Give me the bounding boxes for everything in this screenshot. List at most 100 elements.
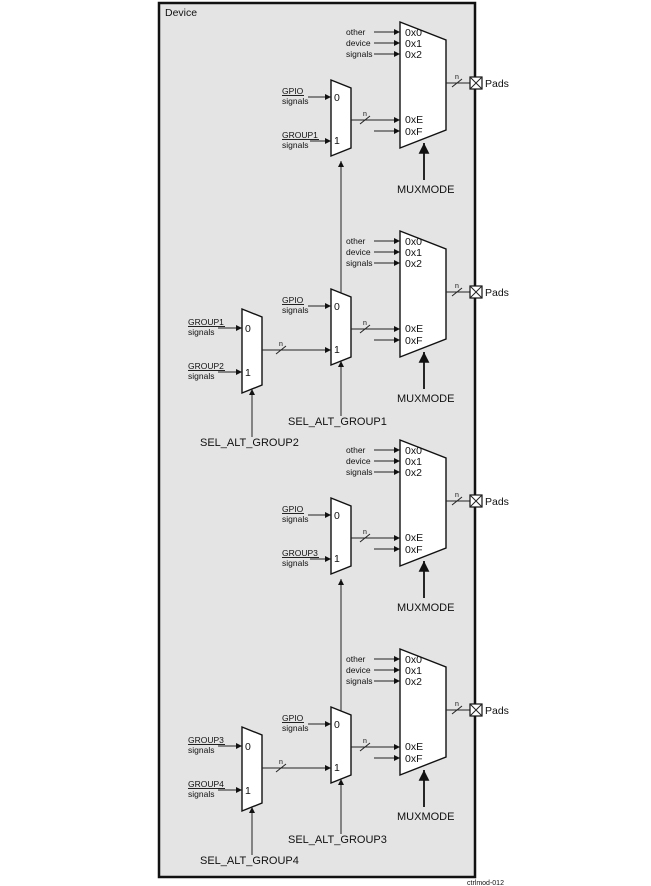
other-device-signals-label: device (346, 247, 371, 257)
alt-group-mux (330, 287, 352, 367)
mux-input-zero: 0 (334, 301, 340, 313)
mux-input-label: 0xF (405, 753, 423, 765)
other-device-signals-label: signals (346, 49, 372, 59)
bus-width-label: n (363, 320, 367, 327)
group-label: GROUP3 (282, 548, 318, 558)
mux-input-label: 0x1 (405, 247, 422, 259)
other-device-signals-label: signals (346, 467, 372, 477)
bus-slash (451, 78, 463, 88)
muxmode-label: MUXMODE (397, 393, 454, 405)
bus-width-label: n (455, 283, 459, 290)
gpio-label: GPIO (282, 504, 304, 514)
other-device-signals-label: other (346, 654, 366, 664)
other-device-signals-label: signals (346, 676, 372, 686)
other-device-signals-label: signals (346, 258, 372, 268)
mux-input-zero: 0 (334, 510, 340, 522)
muxmode-label: MUXMODE (397, 811, 454, 823)
group-signals-label: signals (188, 327, 214, 337)
figure-id: ctrlmod-012 (467, 880, 504, 886)
mux-input-one: 1 (334, 553, 340, 565)
mux-input-label: 0x2 (405, 676, 422, 688)
other-device-signals-label: other (346, 27, 366, 37)
alt-group-mux (330, 496, 352, 576)
group-signals-label: signals (188, 371, 214, 381)
bus-width-label: n (363, 529, 367, 536)
pads-label: Pads (485, 496, 509, 508)
bus-slash (359, 324, 371, 334)
other-device-signals-label: device (346, 665, 371, 675)
muxmode-mux (399, 229, 447, 359)
gpio-label: GPIO (282, 86, 304, 96)
bus-slash (451, 496, 463, 506)
sel-alt-group-label: SEL_ALT_GROUP4 (200, 855, 299, 867)
bus-slash (359, 533, 371, 543)
gpio-signals-label: signals (282, 514, 308, 524)
mux-input-zero: 0 (245, 323, 251, 335)
mux-input-label: 0x2 (405, 258, 422, 270)
mux-input-one: 1 (245, 785, 251, 797)
muxmode-mux (399, 438, 447, 568)
mux-input-zero: 0 (334, 92, 340, 104)
muxmode-mux (399, 647, 447, 777)
bus-slash (359, 742, 371, 752)
mux-input-label: 0x0 (405, 445, 422, 457)
mux-input-label: 0x0 (405, 236, 422, 248)
mux-input-one: 1 (334, 135, 340, 147)
bus-width-label: n (279, 759, 283, 766)
bus-width-label: n (455, 701, 459, 708)
group-label: GROUP3 (188, 735, 224, 745)
bus-slash (451, 705, 463, 715)
group-label: GROUP2 (188, 361, 224, 371)
bus-width-label: n (363, 111, 367, 118)
mux-input-label: 0xF (405, 335, 423, 347)
mux-input-zero: 0 (334, 719, 340, 731)
group-label: GROUP1 (188, 317, 224, 327)
bus-width-label: n (455, 492, 459, 499)
mux-input-label: 0xF (405, 544, 423, 556)
gpio-label: GPIO (282, 295, 304, 305)
bus-width-label: n (279, 341, 283, 348)
muxmode-label: MUXMODE (397, 602, 454, 614)
mux-input-label: 0x1 (405, 665, 422, 677)
pads-label: Pads (485, 78, 509, 90)
mux-input-one: 1 (334, 344, 340, 356)
other-device-signals-label: device (346, 456, 371, 466)
gpio-label: GPIO (282, 713, 304, 723)
pad-cross (469, 285, 483, 299)
group-label: GROUP1 (282, 130, 318, 140)
device-label: Device (165, 7, 197, 19)
mux-input-label: 0x2 (405, 467, 422, 479)
gpio-signals-label: signals (282, 723, 308, 733)
group-signals-label: signals (282, 140, 308, 150)
other-device-signals-label: device (346, 38, 371, 48)
pads-label: Pads (485, 705, 509, 717)
muxmode-label: MUXMODE (397, 184, 454, 196)
alt-group-mux (330, 78, 352, 158)
muxmode-mux (399, 20, 447, 150)
other-device-signals-label: other (346, 445, 366, 455)
group-signals-label: signals (282, 558, 308, 568)
pad-cross (469, 703, 483, 717)
mux-input-label: 0x0 (405, 27, 422, 39)
gpio-signals-label: signals (282, 305, 308, 315)
mux-input-label: 0xE (405, 323, 423, 335)
group-signals-label: signals (188, 789, 214, 799)
bus-slash (275, 763, 287, 773)
sel-alt-group-label: SEL_ALT_GROUP3 (288, 834, 387, 846)
sel-alt-group-label: SEL_ALT_GROUP1 (288, 416, 387, 428)
bus-width-label: n (455, 74, 459, 81)
mux-input-label: 0x1 (405, 456, 422, 468)
bus-slash (359, 115, 371, 125)
mux-input-one: 1 (334, 762, 340, 774)
pre-mux (241, 307, 263, 395)
group-signals-label: signals (188, 745, 214, 755)
bus-slash (275, 345, 287, 355)
gpio-signals-label: signals (282, 96, 308, 106)
pad-cross (469, 494, 483, 508)
